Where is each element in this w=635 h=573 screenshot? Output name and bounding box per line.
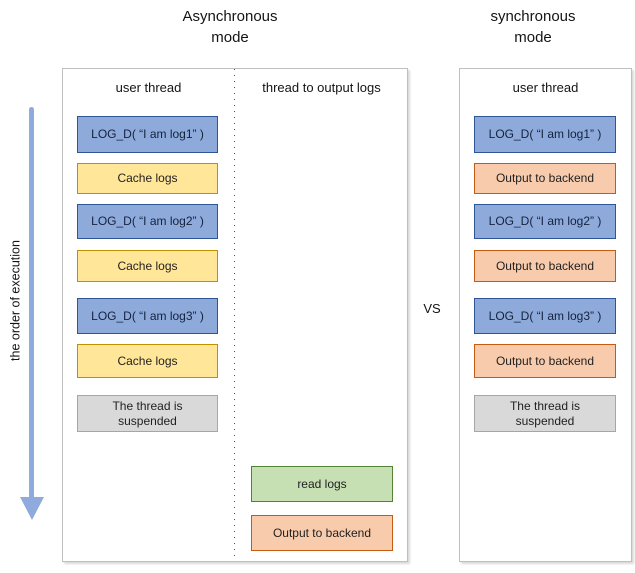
log-call-box: LOG_D( “I am log1” ) (77, 116, 218, 153)
log-call-box: LOG_D( “I am log3” ) (474, 298, 616, 334)
read-logs-box: read logs (251, 466, 393, 502)
execution-order-arrow-head-icon (20, 497, 44, 520)
async-user-thread-header: user thread (115, 80, 182, 95)
cache-logs-box: Cache logs (77, 163, 218, 194)
sync-panel: user thread LOG_D( “I am log1” ) Output … (459, 68, 632, 562)
log-call-box: LOG_D( “I am log3” ) (77, 298, 218, 334)
execution-order-arrow-line (29, 107, 34, 499)
log-call-box: LOG_D( “I am log2” ) (474, 204, 616, 239)
async-output-thread-header: thread to output logs (262, 80, 381, 95)
thread-divider-dotted-line (234, 69, 235, 561)
output-backend-box: Output to backend (474, 250, 616, 282)
log-call-box: LOG_D( “I am log1” ) (474, 116, 616, 153)
output-backend-box: Output to backend (474, 163, 616, 194)
vs-label: VS (423, 301, 441, 316)
output-backend-box: Output to backend (474, 344, 616, 378)
async-panel: user thread thread to output logs LOG_D(… (62, 68, 408, 562)
execution-order-axis-label: the order of execution (8, 240, 23, 361)
thread-suspended-box: The thread is suspended (474, 395, 616, 432)
cache-logs-box: Cache logs (77, 250, 218, 282)
thread-suspended-box: The thread is suspended (77, 395, 218, 432)
log-call-box: LOG_D( “I am log2” ) (77, 204, 218, 239)
async-mode-title: Asynchronous mode (182, 8, 278, 46)
output-backend-box: Output to backend (251, 515, 393, 551)
cache-logs-box: Cache logs (77, 344, 218, 378)
sync-user-thread-header: user thread (512, 80, 579, 95)
sync-mode-title: synchronous mode (490, 8, 576, 46)
